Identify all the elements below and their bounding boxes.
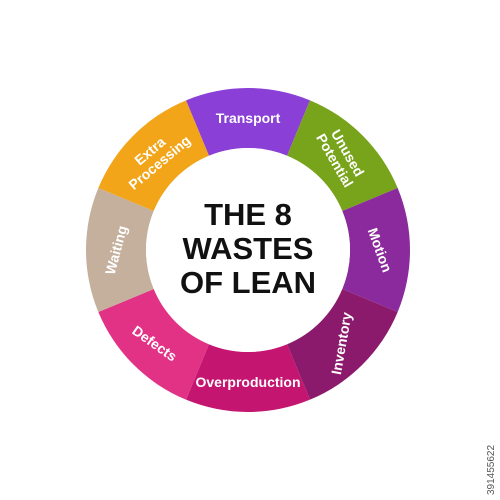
segment-motion [342,188,410,312]
center-title-line-3: OF LEAN [180,265,316,300]
segment-defects [98,289,209,400]
segment-label-line: Overproduction [195,374,300,390]
segment-transport [186,88,310,156]
center-title-line-1: THE 8 [204,197,292,232]
segment-label-overproduction: Overproduction [195,374,300,390]
segments-layer [86,88,410,412]
inner-hole [146,148,350,352]
segment-label-line: Transport [216,110,281,126]
segment-extra-processing [98,100,209,211]
segment-waiting [86,188,154,312]
stock-id: 391455622 [484,330,498,500]
center-title-line-2: WASTES [183,231,314,266]
segment-inventory [287,289,398,400]
stock-id-text: 391455622 [486,444,497,495]
segment-overproduction [186,344,310,412]
segment-unused-potential [287,100,398,211]
segment-label-transport: Transport [216,110,281,126]
